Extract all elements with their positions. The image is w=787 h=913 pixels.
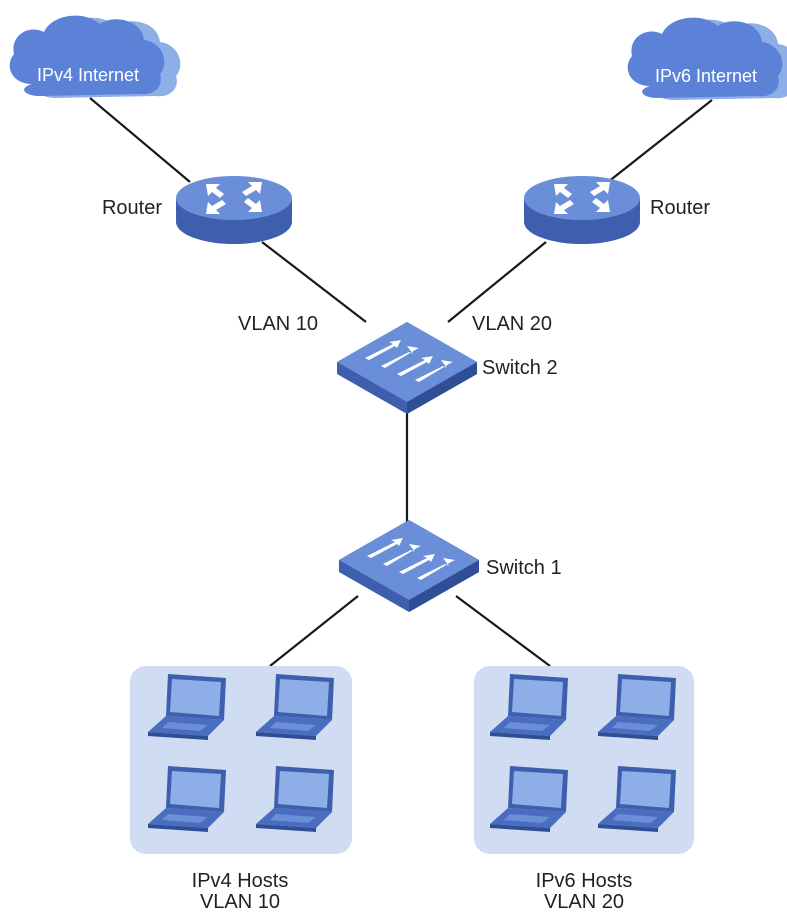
cloud-icon — [9, 15, 181, 99]
cloud-icon — [627, 17, 787, 101]
switch-1-label: Switch 1 — [486, 557, 562, 579]
ipv6-internet-cloud: IPv6 Internet — [627, 17, 787, 101]
router-icon — [524, 176, 640, 244]
vlan-right-label: VLAN 20 — [472, 313, 552, 335]
vlan-left-label: VLAN 10 — [238, 313, 318, 335]
link-switch1-ipv6-hosts — [455, 595, 551, 667]
link-router-switch2-right — [447, 241, 547, 323]
ipv4-internet-cloud: IPv4 Internet — [9, 15, 181, 99]
ipv6-host-group: IPv6 Hosts VLAN 20 — [474, 666, 694, 913]
connections — [89, 97, 713, 667]
ipv4-host-group: IPv4 Hosts VLAN 10 — [130, 666, 352, 913]
router-right: Router — [524, 176, 710, 244]
ipv4-hosts-vlan: VLAN 10 — [200, 891, 280, 913]
ipv6-hosts-vlan: VLAN 20 — [544, 891, 624, 913]
switch-2-label: Switch 2 — [482, 357, 558, 379]
switch-1: Switch 1 — [339, 520, 562, 612]
link-switch1-ipv4-hosts — [269, 595, 359, 667]
ipv6-internet-label: IPv6 Internet — [655, 66, 757, 86]
router-right-label: Router — [650, 197, 710, 219]
router-left-label: Router — [102, 197, 162, 219]
link-router-switch2-left — [261, 241, 367, 323]
switch-icon — [337, 322, 477, 414]
ipv4-hosts-title: IPv4 Hosts — [192, 870, 289, 892]
router-icon — [176, 176, 292, 244]
ipv6-hosts-title: IPv6 Hosts — [536, 870, 633, 892]
link-ipv4-cloud-router — [89, 97, 191, 183]
link-ipv6-cloud-router — [607, 99, 713, 183]
router-left: Router — [102, 176, 292, 244]
ipv4-internet-label: IPv4 Internet — [37, 65, 139, 85]
switch-2: Switch 2 — [337, 322, 558, 414]
